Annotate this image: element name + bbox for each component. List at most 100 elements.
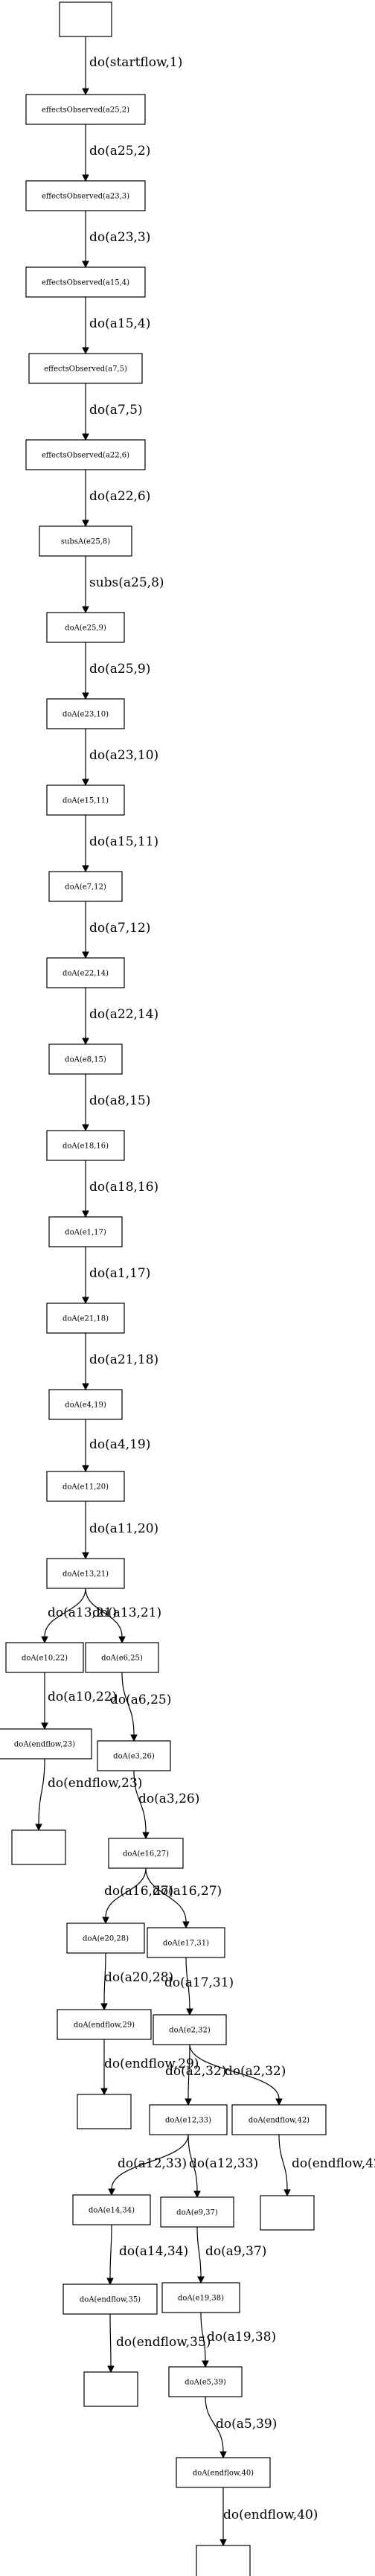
node-label: doA(e12,33) — [165, 2117, 211, 2125]
node-box — [46, 698, 125, 729]
edge-line — [44, 1588, 86, 1637]
edge-label: do(a13,21) — [92, 1605, 161, 1620]
edge-arrowhead — [82, 1038, 89, 1046]
edge-arrowhead — [100, 2003, 108, 2011]
edge-arrowhead — [283, 2189, 291, 2197]
edge-n14-n15: do(a1,17) — [82, 1247, 150, 1305]
edge-arrowhead — [82, 520, 89, 528]
edge-n17-n18: do(a11,20) — [82, 1501, 158, 1560]
edge-label: do(a10,22) — [48, 1690, 117, 1704]
edge-arrowhead — [82, 692, 89, 700]
edge-line — [109, 2313, 112, 2367]
edge-arrowhead — [35, 1824, 42, 1832]
edge-label: do(endflow,42) — [292, 2156, 375, 2171]
node-label: doA(e15,11) — [62, 797, 109, 805]
edge-n35-end5: do(endflow,40) — [219, 2487, 318, 2547]
edge-n30-n32: do(a14,34) — [106, 2224, 188, 2286]
node-n34: doA(e5,39) — [168, 2366, 243, 2397]
node-box — [46, 1471, 125, 1502]
node-box — [25, 439, 146, 470]
node-end4 — [83, 2371, 138, 2407]
node-box — [66, 1923, 145, 1954]
node-end2 — [77, 2094, 132, 2129]
edge-arrowhead — [82, 174, 89, 182]
edge-n19-n21: do(a10,22) — [41, 1672, 117, 1730]
node-label: doA(e22,14) — [62, 970, 109, 978]
edge-line — [121, 1672, 135, 1736]
node-box — [0, 1728, 92, 1760]
node-box — [196, 2545, 251, 2576]
node-n24: doA(e20,28) — [66, 1923, 145, 1954]
node-n15: doA(e21,18) — [46, 1303, 125, 1334]
edge-label: do(a5,39) — [216, 2417, 277, 2432]
node-box — [72, 2194, 151, 2225]
node-n28: doA(e12,33) — [149, 2104, 228, 2135]
node-n7: doA(e25,9) — [46, 612, 125, 643]
edge-label: do(a12,33) — [118, 2156, 187, 2171]
edge-label: do(a7,12) — [89, 921, 150, 936]
edges-layer: do(startflow,1)do(a25,2)do(a23,3)do(a15,… — [35, 36, 375, 2547]
edge-n13-n14: do(a18,16) — [82, 1160, 158, 1218]
node-box — [48, 871, 123, 902]
node-label: effectsObserved(a7,5) — [44, 365, 127, 374]
node-label: doA(e19,38) — [178, 2295, 224, 2303]
node-label: doA(endflow,35) — [80, 2296, 141, 2304]
edge-label: do(a20,28) — [104, 1970, 173, 1985]
edge-line — [38, 1758, 45, 1825]
node-box — [48, 1216, 123, 1247]
node-label: doA(e9,37) — [176, 2209, 218, 2217]
node-box — [77, 2094, 132, 2129]
edge-n24-n26: do(a20,28) — [100, 1952, 173, 2011]
node-box — [46, 1130, 125, 1161]
edge-arrowhead — [82, 88, 89, 96]
node-n27: doA(e2,32) — [153, 2014, 227, 2045]
edge-n29-end3: do(endflow,42) — [278, 2134, 375, 2197]
node-box — [85, 1642, 159, 1673]
node-n12: doA(e8,15) — [48, 1043, 123, 1075]
node-label: subsA(e25,8) — [61, 538, 110, 546]
node-box — [28, 353, 143, 384]
edge-n11-n12: do(a22,14) — [82, 988, 158, 1046]
edge-arrowhead — [82, 261, 89, 269]
edge-arrowhead — [106, 2278, 114, 2286]
edge-label: do(a11,20) — [89, 1521, 158, 1536]
edge-label: do(a1,17) — [89, 1266, 150, 1281]
edge-n23-n25: do(a16,27) — [145, 1867, 222, 1929]
node-label: doA(e17,31) — [163, 1940, 209, 1948]
node-n31: doA(e9,37) — [160, 2196, 234, 2228]
edge-label: do(endflow,35) — [116, 2335, 211, 2350]
edge-arrowhead — [107, 2365, 115, 2374]
edge-line — [145, 1867, 187, 1923]
node-box — [161, 2282, 240, 2313]
node-n18: doA(e13,21) — [46, 1558, 125, 1589]
node-box — [5, 1642, 84, 1673]
node-box — [11, 1829, 66, 1865]
node-n35: doA(endflow,40) — [176, 2457, 271, 2488]
edge-arrowhead — [41, 1722, 48, 1730]
node-box — [25, 266, 146, 298]
edge-n27-n28: do(a2,32) — [165, 2044, 226, 2106]
edge-line — [189, 2044, 280, 2100]
node-n1: effectsObserved(a25,2) — [25, 94, 146, 125]
edge-arrowhead — [202, 2360, 209, 2368]
edge-n25-n27: do(a17,31) — [164, 1957, 234, 2016]
node-n8: doA(e23,10) — [46, 698, 125, 729]
node-box — [48, 1389, 123, 1420]
node-n25: doA(e17,31) — [147, 1927, 225, 1958]
edge-label: do(startflow,1) — [89, 55, 182, 70]
edge-arrowhead — [82, 347, 89, 355]
edge-label: do(a4,19) — [89, 1437, 150, 1452]
edge-n6-n7: subs(a25,8) — [82, 555, 164, 614]
edge-label: do(a15,4) — [89, 316, 150, 331]
edge-n21-end1: do(endflow,23) — [35, 1758, 142, 1832]
edge-arrowhead — [108, 2188, 115, 2196]
node-label: doA(endflow,40) — [193, 2470, 254, 2478]
node-box — [153, 2014, 227, 2045]
node-label: doA(e20,28) — [83, 1935, 129, 1943]
node-label: doA(e25,9) — [65, 624, 106, 633]
edge-arrowhead — [82, 606, 89, 614]
node-box — [168, 2366, 243, 2397]
edge-arrowhead — [142, 1832, 150, 1840]
node-n14: doA(e1,17) — [48, 1216, 123, 1247]
